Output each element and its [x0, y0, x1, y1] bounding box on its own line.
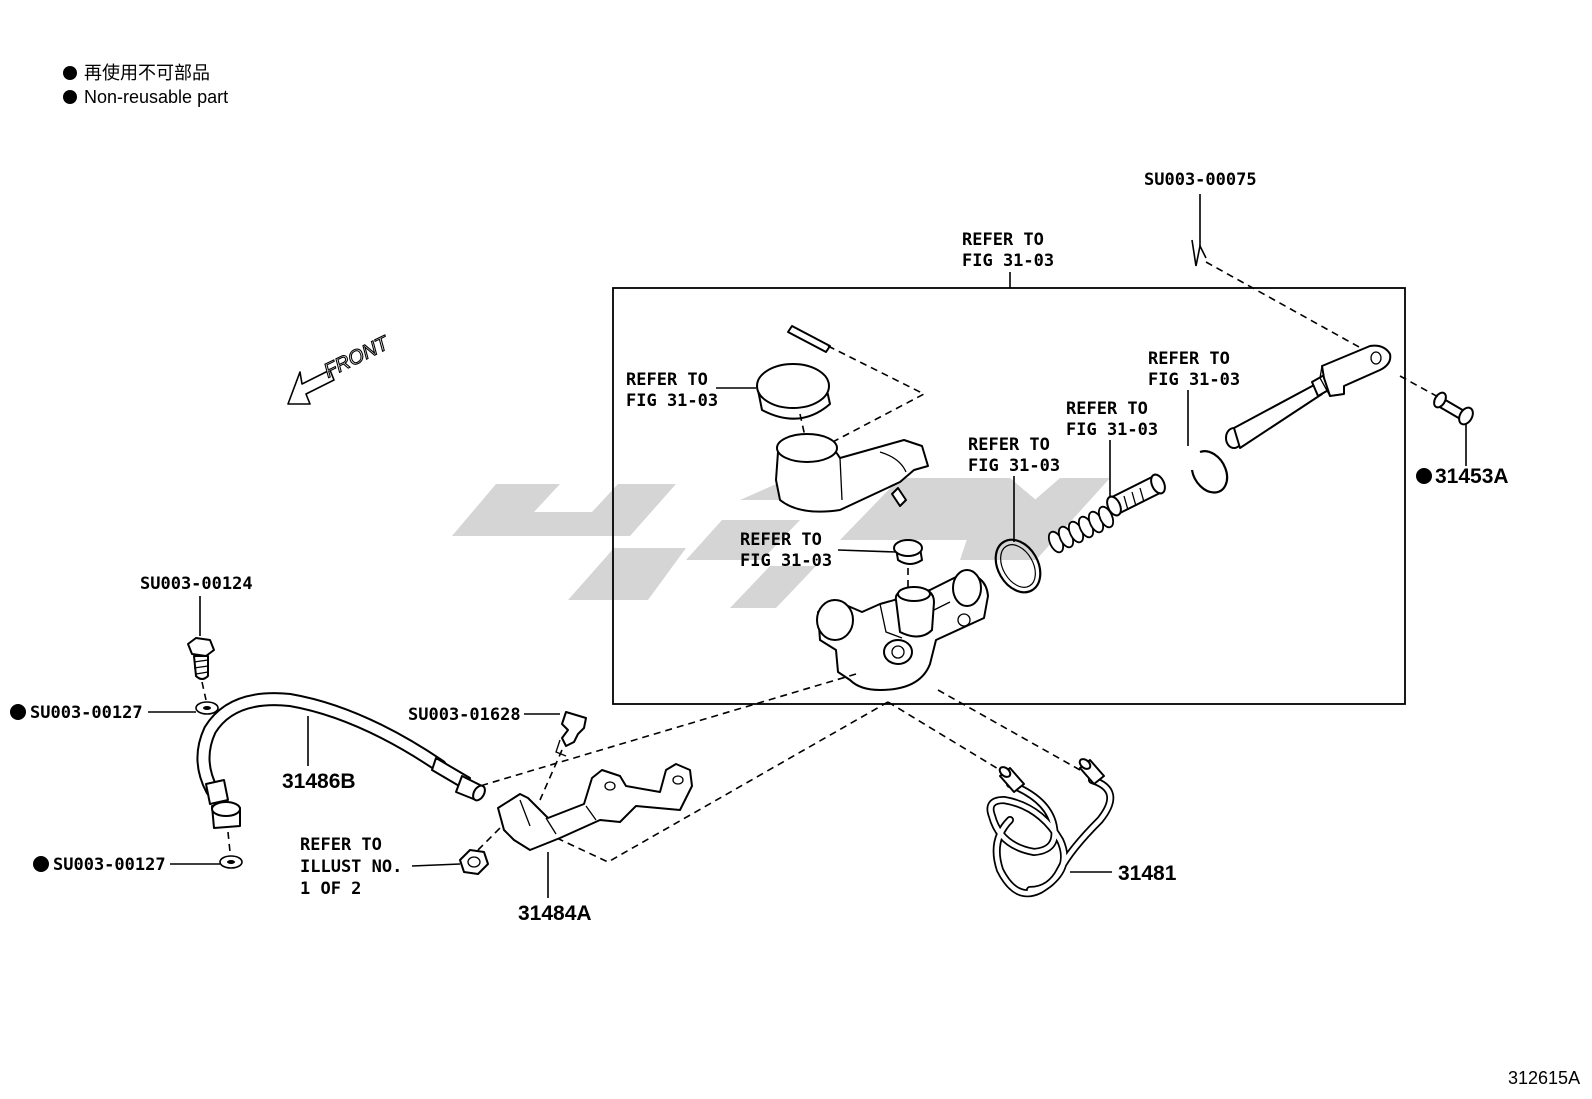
part-31453A: 31453A — [1435, 465, 1509, 488]
legend-bullet-icon — [63, 90, 77, 104]
callout-su003-00075: SU003-00075 — [1144, 170, 1257, 190]
legend-jp: 再使用不可部品 — [84, 63, 210, 83]
callout-su003-01628: SU003-01628 — [408, 705, 521, 725]
master-cylinder-body-part — [816, 569, 989, 691]
legend-en: Non-reusable part — [84, 87, 228, 107]
clutch-pipe-part — [986, 758, 1115, 898]
hose-part — [196, 692, 486, 829]
refer-to-box: REFER TO — [962, 230, 1044, 250]
refer-illust-line1: REFER TO — [300, 835, 382, 855]
non-reusable-bullet-icon — [33, 856, 49, 872]
reservoir-cap-part — [756, 363, 831, 420]
front-label: FRONT — [321, 332, 394, 383]
clip-part — [555, 711, 587, 757]
refer-illust-line3: 1 OF 2 — [300, 879, 361, 899]
refer-to-oring: REFER TO — [968, 435, 1050, 455]
refer-fig-cap: FIG 31-03 — [626, 391, 718, 411]
watermark-logo — [452, 470, 1110, 608]
refer-to-snapring: REFER TO — [1148, 349, 1230, 369]
non-reusable-bullet-icon — [10, 704, 26, 720]
refer-fig-oring: FIG 31-03 — [968, 456, 1060, 476]
bracket-part — [497, 763, 693, 851]
snap-ring-part — [1190, 450, 1229, 494]
piston-part — [1106, 473, 1166, 517]
clevis-pin-part — [1433, 391, 1474, 426]
legend-bullet-icon — [63, 66, 77, 80]
refer-fig-box: FIG 31-03 — [962, 251, 1054, 271]
pin-part — [787, 325, 831, 353]
figure-id: 312615A — [1508, 1068, 1580, 1088]
refer-fig-spring: FIG 31-03 — [1066, 420, 1158, 440]
part-31481: 31481 — [1118, 862, 1177, 885]
refer-to-spring: REFER TO — [1066, 399, 1148, 419]
callout-su003-00127-a: SU003-00127 — [30, 703, 143, 723]
grommet-part — [893, 539, 923, 565]
push-rod-part — [1225, 344, 1392, 449]
spring-part — [1047, 505, 1115, 554]
reservoir-part — [775, 433, 929, 513]
master-cylinder-assembly-box — [612, 287, 1406, 705]
refer-illust-line2: ILLUST NO. — [300, 857, 402, 877]
refer-fig-seal: FIG 31-03 — [740, 551, 832, 571]
part-31484A: 31484A — [518, 902, 592, 925]
callout-su003-00124: SU003-00124 — [140, 574, 253, 594]
bolt-part — [187, 637, 215, 680]
callout-su003-00127-b: SU003-00127 — [53, 855, 166, 875]
nut-part — [459, 849, 489, 875]
front-arrow-icon: FRONT — [287, 331, 394, 405]
non-reusable-bullet-icon — [1416, 468, 1432, 484]
o-ring-part — [994, 538, 1042, 594]
part-31486B: 31486B — [282, 770, 356, 793]
refer-to-seal: REFER TO — [740, 530, 822, 550]
refer-fig-snapring: FIG 31-03 — [1148, 370, 1240, 390]
refer-to-cap: REFER TO — [626, 370, 708, 390]
